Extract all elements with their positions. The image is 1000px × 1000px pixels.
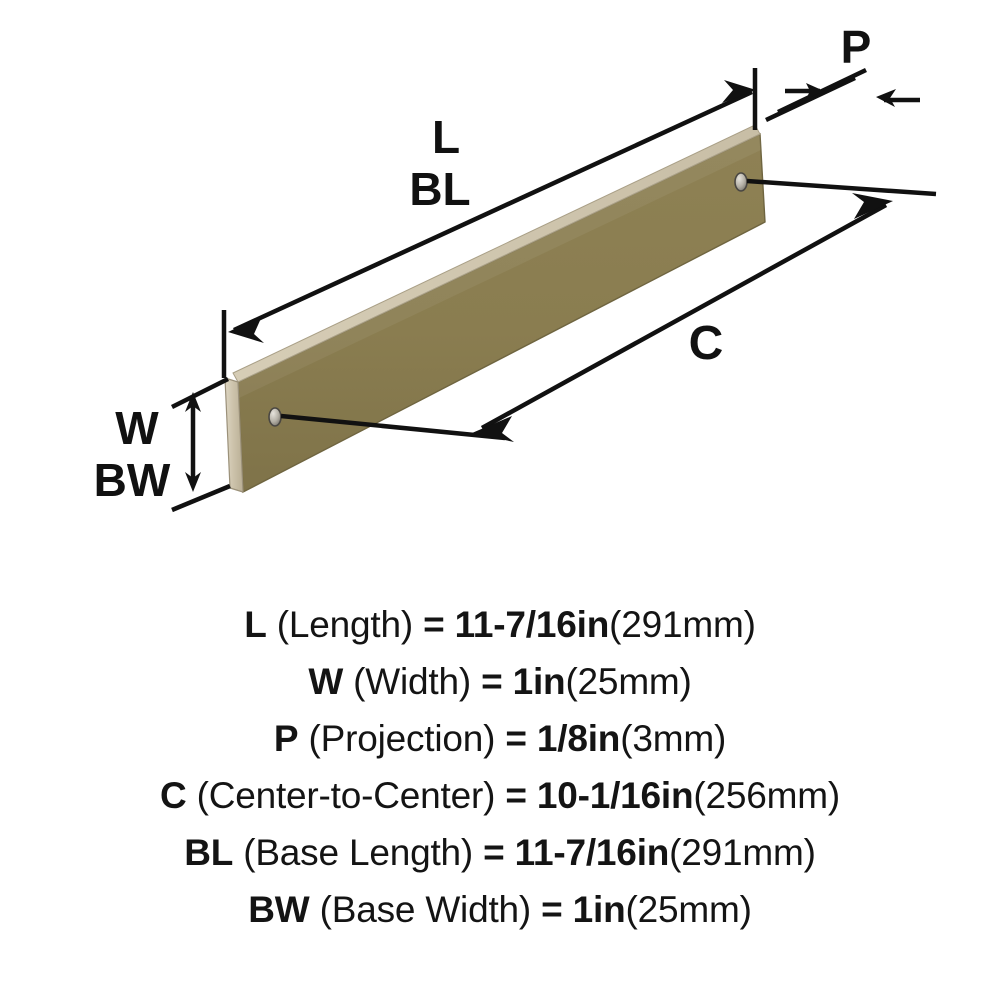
- screw-head-right: [734, 172, 748, 192]
- legend-line-base-width: BW (Base Width) = 1in(25mm): [0, 881, 1000, 938]
- legend-name-BW: (Base Width): [319, 889, 532, 930]
- legend-line-length: L (Length) = 11-7/16in(291mm): [0, 596, 1000, 653]
- mounting-screw-left: [268, 407, 282, 427]
- width-arrowhead-bottom: [185, 472, 201, 492]
- dimension-width: [170, 376, 231, 513]
- dimension-center-to-center: [472, 193, 893, 442]
- legend-eq-BW: =: [541, 889, 563, 930]
- screw-head-left: [268, 407, 282, 427]
- width-extension-upper: [170, 376, 230, 410]
- legend-metric-L: (291mm): [609, 604, 756, 645]
- legend-line-width: W (Width) = 1in(25mm): [0, 653, 1000, 710]
- legend-line-base-length: BL (Base Length) = 11-7/16in(291mm): [0, 824, 1000, 881]
- label-P: P: [841, 21, 872, 73]
- legend-metric-C: (256mm): [693, 775, 841, 816]
- bar-face-sheen: [238, 134, 761, 398]
- label-L: L: [432, 111, 460, 163]
- legend-line-center-to-center: C (Center-to-Center) = 10-1/16in(256mm): [0, 767, 1000, 824]
- length-arrowhead-left: [228, 316, 264, 343]
- mounting-screw-right: [734, 172, 748, 192]
- bar-pull-body: [224, 124, 766, 494]
- dimension-length: [221, 89, 753, 378]
- legend-code-L: L: [244, 604, 267, 645]
- dimension-legend: L (Length) = 11-7/16in(291mm) W (Width) …: [0, 596, 1000, 968]
- label-BL: BL: [409, 163, 470, 215]
- center-leader-right: [746, 178, 937, 197]
- legend-name-P: (Projection): [308, 718, 496, 759]
- legend-value-P: 1/8in: [536, 718, 621, 759]
- bar-top-edge: [232, 124, 761, 383]
- label-W: W: [115, 402, 159, 454]
- legend-eq-W: =: [481, 661, 503, 702]
- legend-value-L: 11-7/16in: [454, 604, 610, 645]
- legend-metric-BL: (291mm): [669, 832, 816, 873]
- width-arrowhead-top: [185, 392, 201, 412]
- legend-code-BL: BL: [184, 832, 234, 873]
- projection-arrow-right: [876, 89, 920, 107]
- legend-eq-P: =: [505, 718, 527, 759]
- center-leader-left: [280, 413, 506, 441]
- legend-name-W: (Width): [353, 661, 471, 702]
- center-arrowhead-left: [472, 416, 514, 442]
- legend-line-projection: P (Projection) = 1/8in(3mm): [0, 710, 1000, 767]
- projection-arrow-inner: [785, 83, 824, 99]
- center-arrowhead-right: [852, 193, 893, 219]
- length-arrowhead-right: [722, 80, 756, 103]
- legend-value-C: 10-1/16in: [536, 775, 694, 816]
- legend-code-BW: BW: [248, 889, 310, 930]
- legend-eq-BL: =: [483, 832, 505, 873]
- diagram-svg: L BL P: [93, 21, 937, 513]
- length-dimension-line: [233, 89, 753, 333]
- legend-value-BL: 11-7/16in: [514, 832, 670, 873]
- legend-metric-BW: (25mm): [625, 889, 752, 930]
- legend-metric-P: (3mm): [620, 718, 727, 759]
- label-C: C: [689, 317, 724, 370]
- legend-code-W: W: [308, 661, 344, 702]
- legend-metric-W: (25mm): [565, 661, 692, 702]
- legend-name-BL: (Base Length): [243, 832, 474, 873]
- bar-left-end-cap: [224, 377, 244, 493]
- legend-code-P: P: [273, 718, 299, 759]
- legend-name-C: (Center-to-Center): [196, 775, 496, 816]
- legend-eq-C: =: [505, 775, 527, 816]
- width-extension-lower: [171, 483, 231, 513]
- legend-name-L: (Length): [276, 604, 413, 645]
- label-BW: BW: [94, 454, 171, 506]
- product-diagram: L BL P: [93, 21, 937, 513]
- legend-code-C: C: [159, 775, 187, 816]
- legend-value-BW: 1in: [572, 889, 626, 930]
- legend-value-W: 1in: [512, 661, 566, 702]
- legend-eq-L: =: [423, 604, 445, 645]
